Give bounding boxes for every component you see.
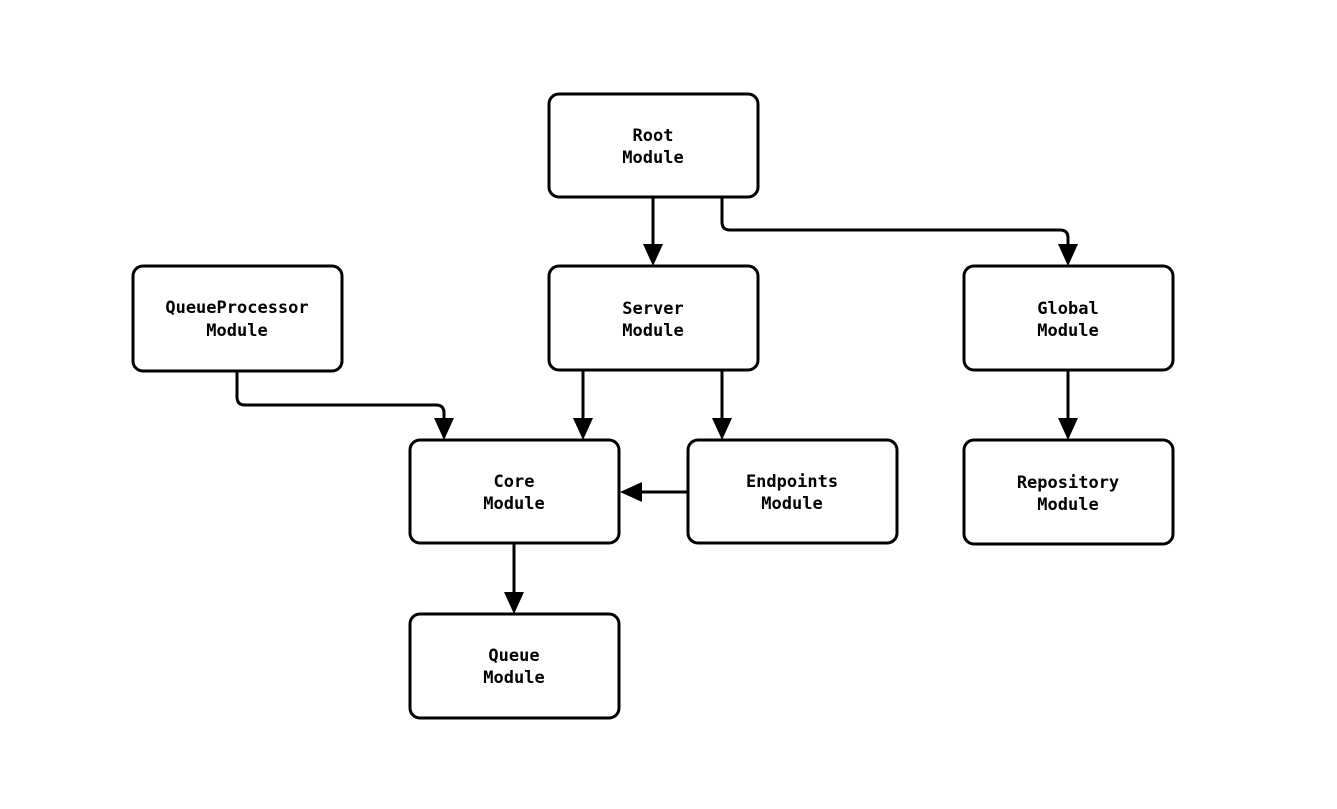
edge-server-to-core <box>573 370 593 440</box>
arrowhead-icon <box>643 244 663 266</box>
edge-root-to-global <box>720 197 1078 266</box>
node-queue-module[interactable]: Queue Module <box>408 612 621 720</box>
node-server-module[interactable]: Server Module <box>547 264 760 372</box>
arrowhead-icon <box>573 418 593 440</box>
node-endpoints-module-label-line2: Module <box>761 494 822 514</box>
node-core-module[interactable]: Core Module <box>408 438 621 545</box>
node-core-module-label-line1: Core <box>494 472 535 492</box>
node-root-module-label-line1: Root <box>633 126 674 146</box>
node-root-module[interactable]: Root Module <box>547 92 760 199</box>
node-queue-module-label-line2: Module <box>483 668 544 688</box>
node-root-module-box[interactable] <box>547 92 760 199</box>
edge-root-to-server <box>643 197 663 266</box>
node-queueprocessor-module-label-line2: Module <box>206 321 267 341</box>
edge-endpoints-to-core <box>620 482 687 502</box>
edge-global-to-repository <box>1058 370 1078 440</box>
node-queueprocessor-module-box[interactable] <box>131 264 344 373</box>
node-repository-module-box[interactable] <box>962 438 1175 546</box>
arrowhead-icon <box>1058 244 1078 266</box>
node-core-module-label-line2: Module <box>483 494 544 514</box>
node-endpoints-module-box[interactable] <box>686 438 899 545</box>
node-root-module-label-line2: Module <box>622 148 683 168</box>
node-global-module[interactable]: Global Module <box>962 264 1175 372</box>
node-repository-module-label-line2: Module <box>1037 495 1098 515</box>
node-global-module-label-line2: Module <box>1037 321 1098 341</box>
node-global-module-box[interactable] <box>962 264 1175 372</box>
node-server-module-label-line1: Server <box>622 299 683 319</box>
arrowhead-icon <box>620 482 642 502</box>
node-queueprocessor-module-label-line1: QueueProcessor <box>165 298 308 318</box>
node-repository-module[interactable]: Repository Module <box>962 438 1175 546</box>
node-global-module-label-line1: Global <box>1037 299 1098 319</box>
arrowhead-icon <box>504 592 524 614</box>
arrowhead-icon <box>434 418 454 440</box>
node-server-module-box[interactable] <box>547 264 760 372</box>
node-queue-module-label-line1: Queue <box>488 646 539 666</box>
node-queue-module-box[interactable] <box>408 612 621 720</box>
node-endpoints-module-label-line1: Endpoints <box>746 472 838 492</box>
node-core-module-box[interactable] <box>408 438 621 545</box>
edge-queueprocessor-to-core <box>235 372 454 440</box>
arrowhead-icon <box>1058 418 1078 440</box>
node-endpoints-module[interactable]: Endpoints Module <box>686 438 899 545</box>
node-queueprocessor-module[interactable]: QueueProcessor Module <box>131 264 344 373</box>
edge-server-to-endpoints <box>712 370 732 440</box>
node-repository-module-label-line1: Repository <box>1017 473 1119 493</box>
node-server-module-label-line2: Module <box>622 321 683 341</box>
edge-core-to-queue <box>504 543 524 614</box>
arrowhead-icon <box>712 418 732 440</box>
